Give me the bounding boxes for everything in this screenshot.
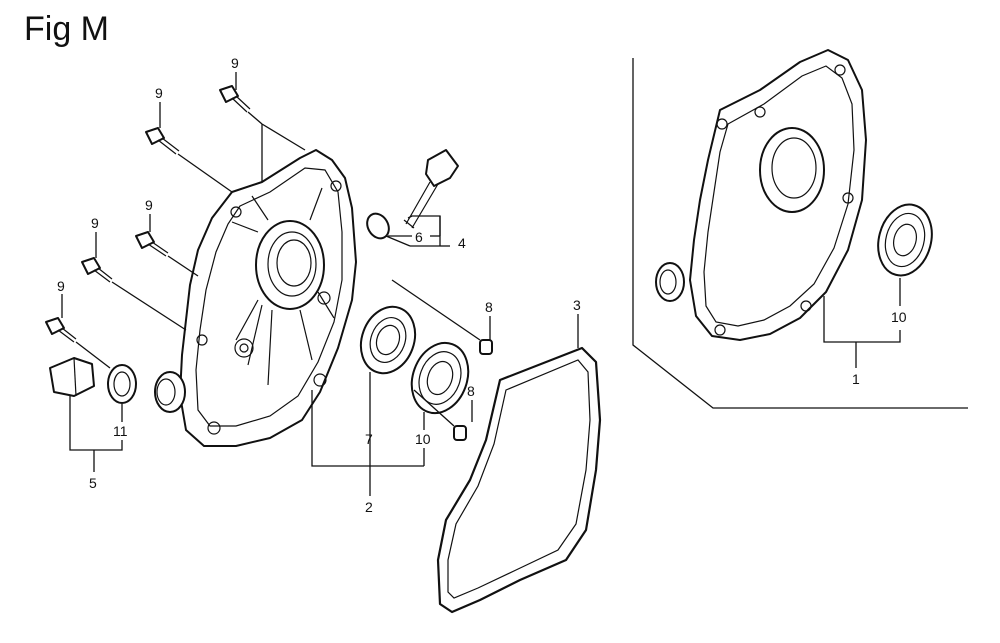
bolt-9a bbox=[219, 85, 251, 113]
callout-11: 11 bbox=[113, 423, 128, 439]
callout-9d: 9 bbox=[91, 215, 99, 231]
callout-8b: 8 bbox=[467, 383, 475, 399]
callout-9a: 9 bbox=[231, 55, 239, 71]
callout-10a: 10 bbox=[415, 431, 431, 447]
callout-6: 6 bbox=[415, 229, 423, 245]
inset-case-cover bbox=[689, 49, 867, 341]
gasket bbox=[436, 346, 602, 614]
callout-9e: 9 bbox=[57, 278, 65, 294]
dowel-pin-8a bbox=[479, 339, 493, 355]
dowel-pin-8b bbox=[453, 425, 467, 441]
callout-5: 5 bbox=[89, 475, 97, 491]
callout-9b: 9 bbox=[155, 85, 163, 101]
gasket-inner-edge bbox=[447, 359, 591, 599]
callout-1: 1 bbox=[852, 371, 860, 387]
bolt-9b bbox=[145, 127, 180, 155]
callout-7: 7 bbox=[365, 431, 373, 447]
inset-boss-seal bbox=[655, 262, 685, 302]
callout-10b: 10 bbox=[891, 309, 907, 325]
callout-2: 2 bbox=[365, 499, 373, 515]
figure-title: Fig M bbox=[24, 10, 109, 48]
bolt-9e bbox=[45, 317, 77, 343]
oil-filler-cap bbox=[403, 149, 459, 229]
callout-9c: 9 bbox=[145, 197, 153, 213]
oil-seal-7 bbox=[359, 305, 417, 375]
callout-4: 4 bbox=[458, 235, 466, 251]
oil-seal-11 bbox=[107, 364, 137, 404]
bolt-9d bbox=[81, 257, 113, 283]
inset-frame bbox=[632, 58, 968, 409]
drain-plug bbox=[49, 357, 95, 397]
leader-lines bbox=[61, 72, 901, 496]
cover-boss-seal bbox=[154, 371, 186, 413]
o-ring bbox=[366, 212, 390, 240]
case-cover bbox=[179, 149, 357, 447]
callout-labels: 9 9 9 9 9 4 6 8 8 3 7 10 2 11 5 10 1 bbox=[57, 55, 907, 515]
callout-3: 3 bbox=[573, 297, 581, 313]
ball-bearing-10b bbox=[877, 203, 933, 277]
bolt-9c bbox=[135, 231, 169, 257]
callout-8a: 8 bbox=[485, 299, 493, 315]
ball-bearing-10a bbox=[410, 341, 470, 415]
